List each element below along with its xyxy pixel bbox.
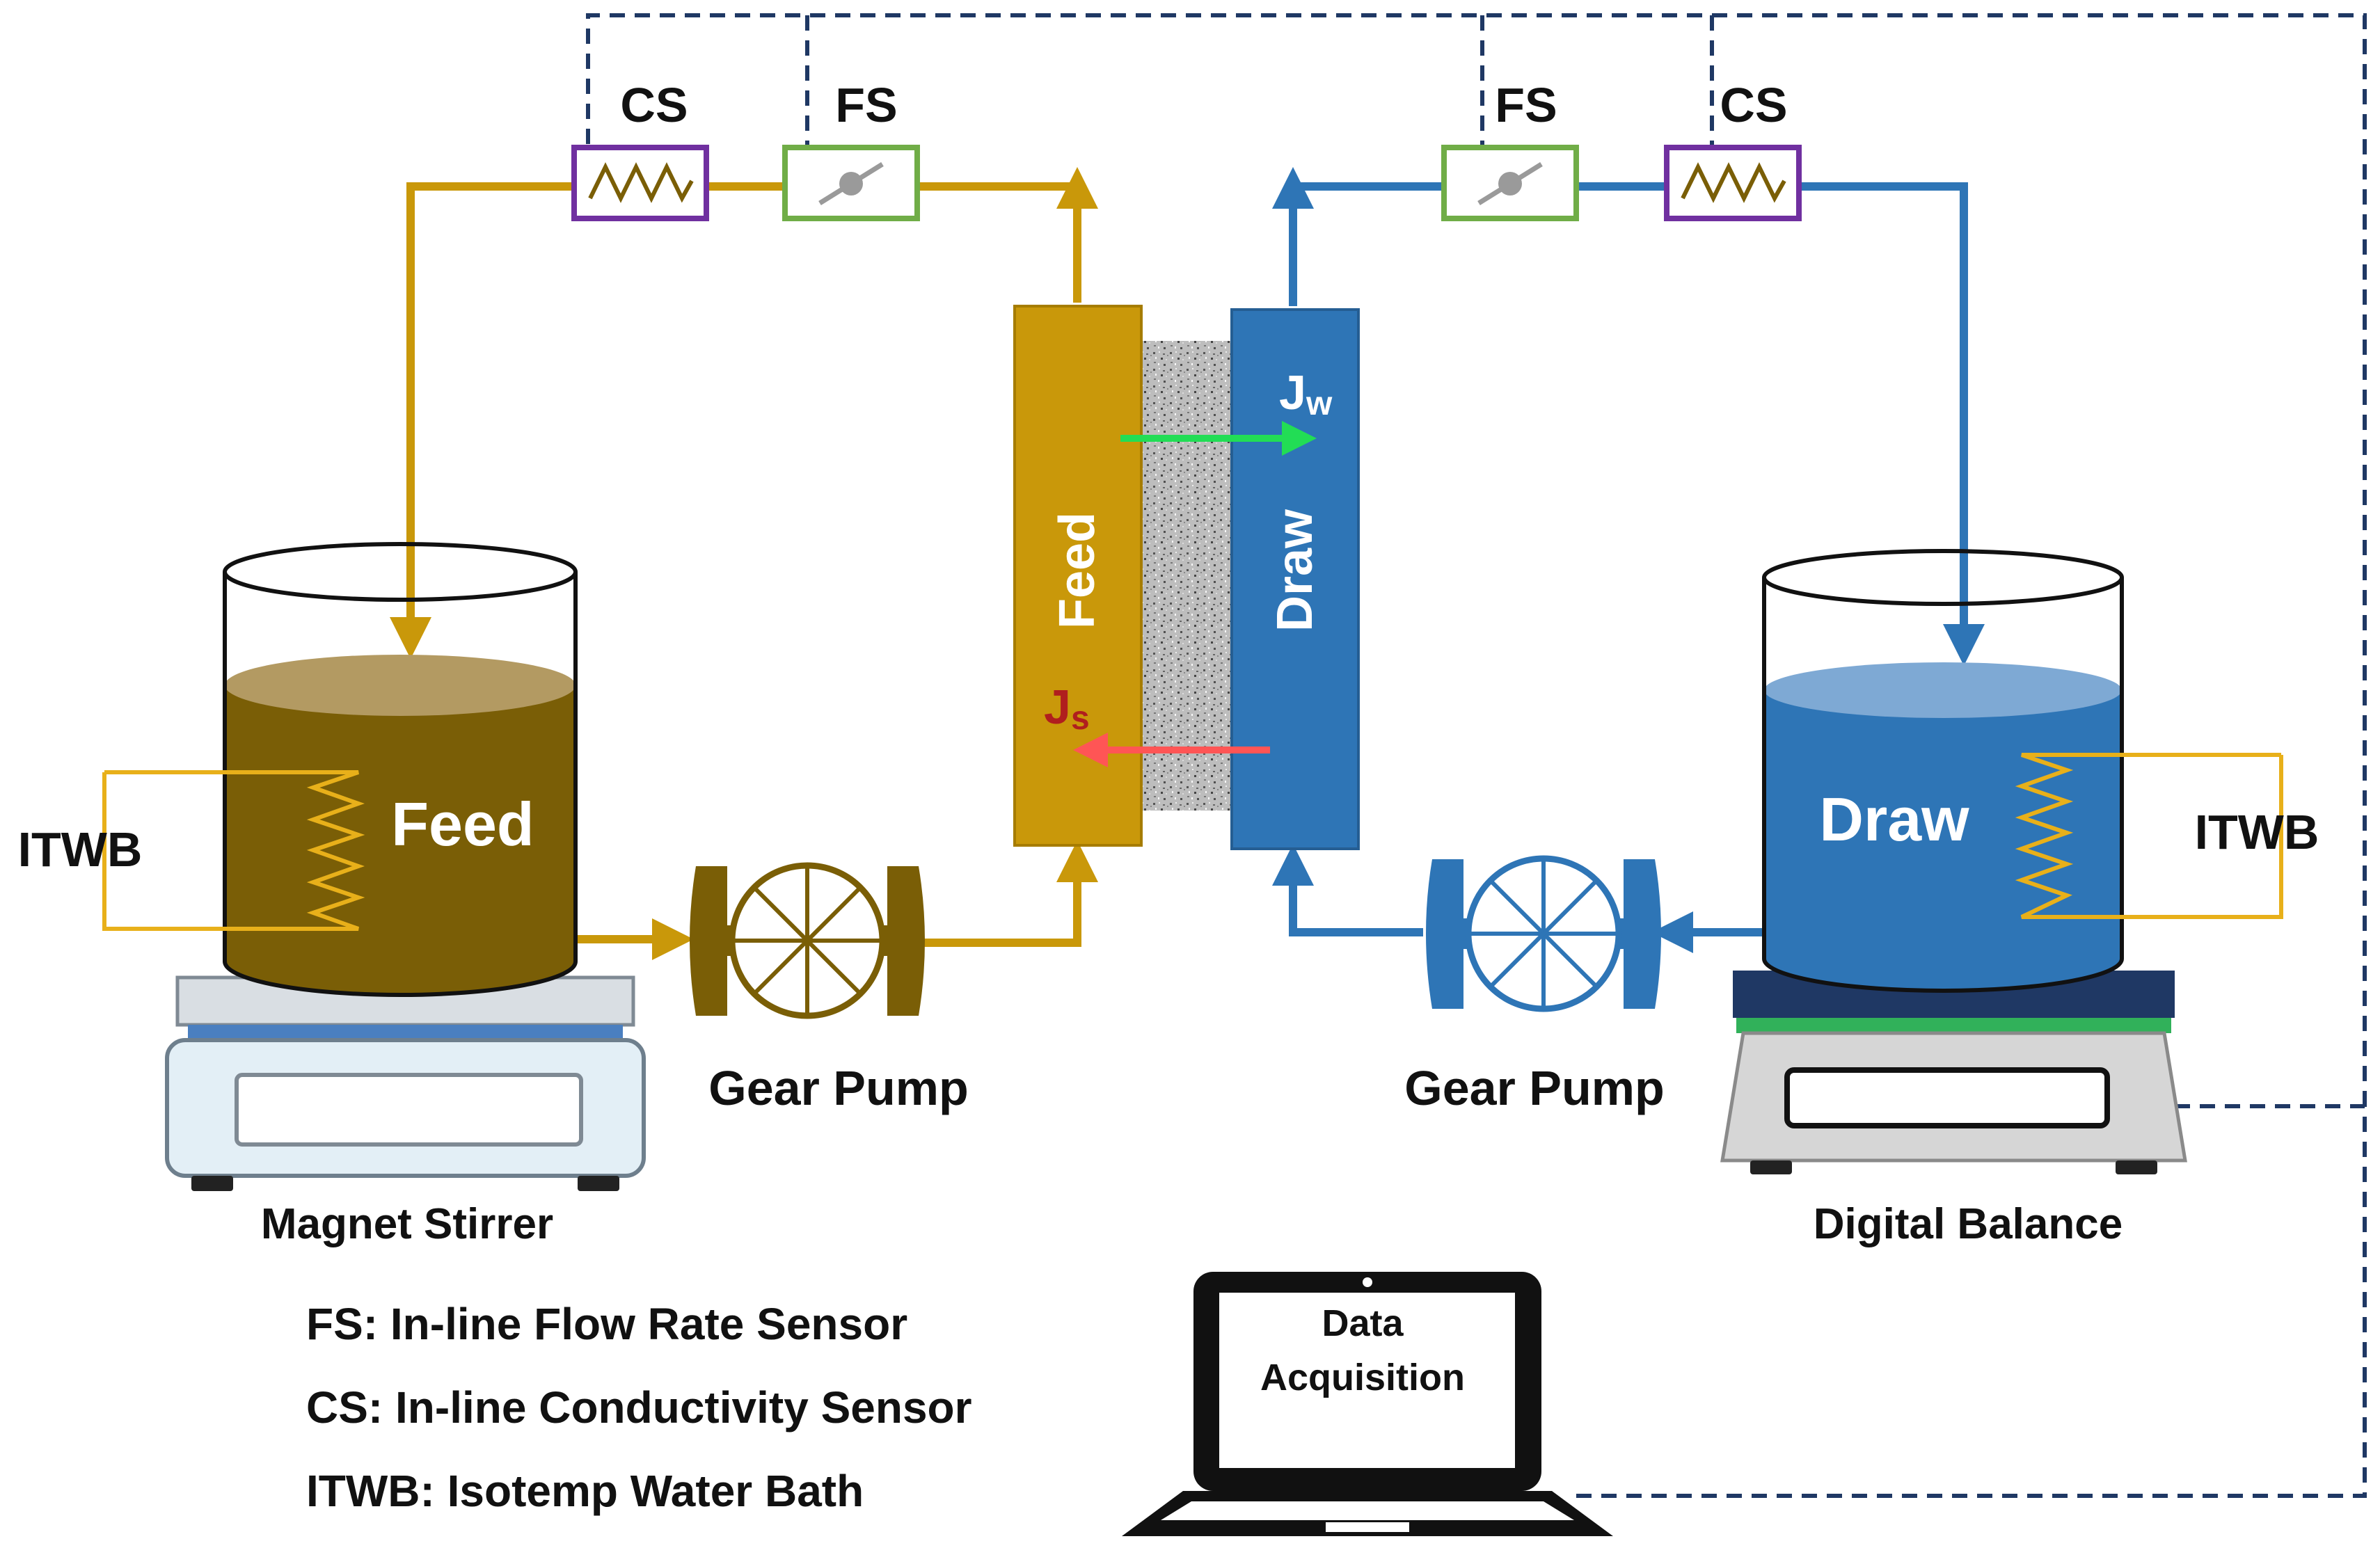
laptop-line2: Acquisition bbox=[1260, 1357, 1465, 1398]
magnet-stirrer-label: Magnet Stirrer bbox=[261, 1200, 553, 1248]
signal-lines bbox=[586, 13, 2367, 1498]
membrane bbox=[1141, 341, 1232, 811]
draw-liquid-surface bbox=[1764, 662, 2122, 718]
gear-pump-left: Gear Pump bbox=[690, 862, 969, 1115]
laptop-line1: Data bbox=[1322, 1302, 1404, 1344]
legend: FS: In-line Flow Rate Sensor CS: In-line… bbox=[306, 1299, 972, 1516]
laptop-screen bbox=[1219, 1293, 1515, 1468]
right-heating-coil bbox=[2015, 753, 2283, 919]
magnet-stirrer: Magnet Stirrer bbox=[165, 975, 646, 1248]
fs-sensor-right: FS bbox=[1441, 78, 1579, 221]
laptop: Data Acquisition bbox=[1122, 1272, 1613, 1536]
laptop-trackpad bbox=[1326, 1522, 1409, 1532]
conductivity-icon bbox=[588, 162, 694, 203]
flow-icon-ball bbox=[1498, 172, 1522, 196]
legend-itwb: ITWB: Isotemp Water Bath bbox=[306, 1466, 864, 1516]
draw-tank-label: Draw bbox=[1819, 785, 1969, 854]
fs-sensor-left: FS bbox=[782, 78, 920, 221]
feed-liquid-surface bbox=[225, 655, 576, 716]
fs-right-label: FS bbox=[1495, 78, 1557, 132]
gear-pump-right: Gear Pump bbox=[1404, 855, 1665, 1115]
cs-sensor-left: CS bbox=[571, 78, 709, 221]
cs-left-label: CS bbox=[620, 78, 688, 132]
flow-icon-ball bbox=[839, 172, 863, 196]
feed-tank-label: Feed bbox=[391, 790, 534, 859]
fs-left-label: FS bbox=[835, 78, 897, 132]
js-label: Js bbox=[1044, 680, 1090, 737]
stirrer-display bbox=[235, 1073, 583, 1147]
digital-balance-label: Digital Balance bbox=[1814, 1200, 2123, 1248]
gear-pump-right-label: Gear Pump bbox=[1404, 1061, 1664, 1115]
conductivity-icon bbox=[1681, 162, 1786, 203]
signal-line-balance bbox=[1576, 1104, 2367, 1498]
feed-tank: Feed bbox=[102, 542, 578, 997]
laptop-keyboard bbox=[1161, 1501, 1574, 1520]
feed-tubing bbox=[390, 167, 1098, 960]
membrane-module: Feed Draw Jw Js bbox=[1013, 305, 1360, 850]
legend-fs: FS: In-line Flow Rate Sensor bbox=[306, 1299, 907, 1349]
cs-sensor-right: CS bbox=[1664, 78, 1802, 221]
legend-cs: CS: In-line Conductivity Sensor bbox=[306, 1382, 972, 1433]
itwb-left-label: ITWB bbox=[18, 822, 143, 877]
draw-tank: Draw bbox=[1762, 549, 2283, 993]
laptop-camera bbox=[1363, 1277, 1372, 1287]
draw-channel-label: Draw bbox=[1267, 509, 1323, 632]
signal-line-top bbox=[586, 13, 2367, 1106]
itwb-right-label: ITWB bbox=[2195, 805, 2319, 859]
digital-balance: Digital Balance bbox=[1720, 971, 2187, 1248]
cs-right-label: CS bbox=[1720, 78, 1787, 132]
draw-tubing bbox=[1272, 167, 1985, 953]
balance-display bbox=[1784, 1067, 2110, 1128]
feed-channel-label: Feed bbox=[1049, 512, 1105, 629]
feed-liquid bbox=[225, 685, 576, 995]
draw-tank-rim bbox=[1762, 549, 2124, 606]
draw-return-arrow bbox=[1799, 182, 1985, 666]
pump-to-draw-arrow bbox=[1272, 844, 1423, 936]
jw-label: Jw bbox=[1279, 365, 1333, 422]
gear-pump-left-label: Gear Pump bbox=[708, 1061, 968, 1115]
left-heating-coil bbox=[102, 770, 365, 931]
pump-to-module-arrow bbox=[922, 840, 1098, 947]
feed-tank-rim bbox=[223, 542, 578, 602]
draw-channel bbox=[1230, 308, 1360, 850]
